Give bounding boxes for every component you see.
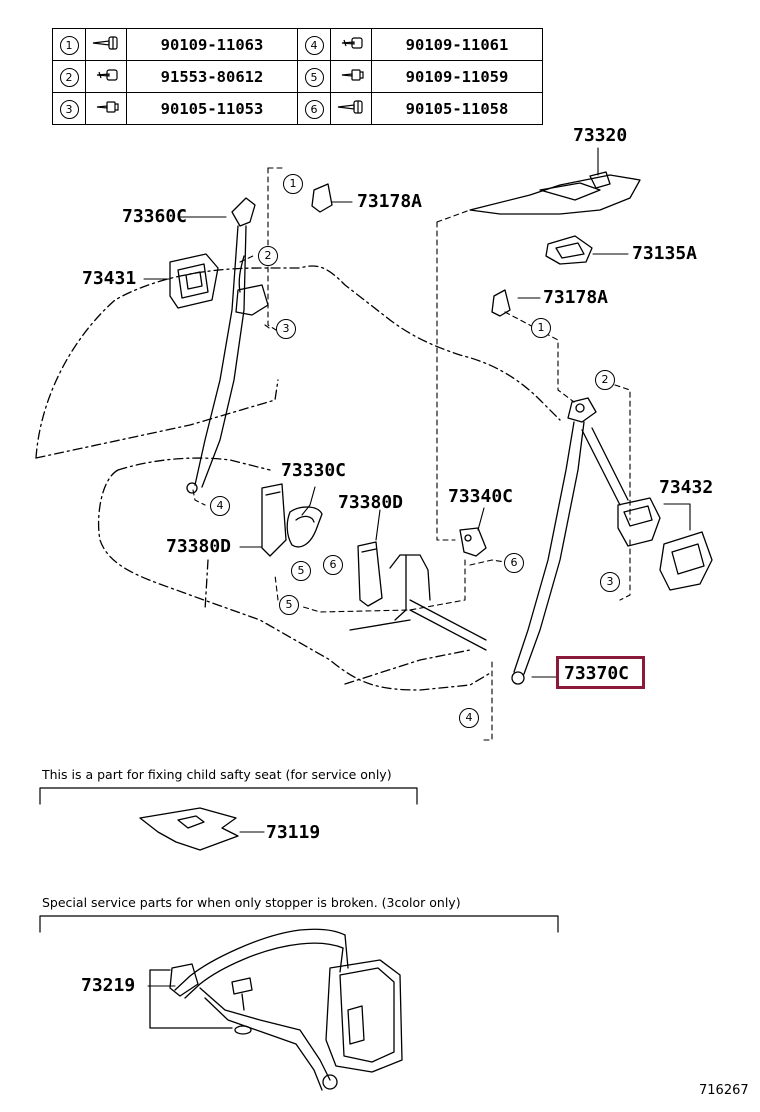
callout-6: 6 [504, 553, 524, 573]
bolt-icon [89, 100, 123, 122]
label-73320: 73320 [573, 125, 628, 146]
callout-2: 2 [258, 246, 278, 266]
bolt-icon [89, 68, 123, 90]
label-73135a: 73135A [632, 243, 698, 264]
fastener-icon-cell [85, 28, 127, 61]
label-73431: 73431 [82, 268, 137, 289]
label-73178a-mid: 73178A [543, 287, 609, 308]
left-shoulder-belt [186, 197, 269, 494]
fastener-parts-table: 1 90109-11063 4 90109-11061 2 91553-80612 5 901… [52, 28, 543, 125]
bolt-icon [334, 68, 368, 90]
upper-trim-panel-73320 [469, 171, 641, 215]
left-retractor-cover [169, 253, 219, 309]
fastener-part-number: 91553-80612 [160, 67, 264, 86]
right-shoulder-belt [511, 397, 629, 685]
label-73219: 73219 [81, 975, 136, 996]
diagram-id: 716267 [699, 1083, 749, 1098]
part-number-circle: 2 [59, 67, 79, 87]
fastener-part-number: 90105-11058 [405, 99, 509, 118]
label-73330c: 73330C [281, 460, 347, 481]
callout-5: 5 [291, 561, 311, 581]
parts-table-row: 2 91553-80612 5 90109-11059 [52, 60, 543, 93]
part-number-circle: 3 [59, 99, 79, 119]
label-73340c: 73340C [448, 486, 514, 507]
label-73178a-top: 73178A [357, 191, 423, 212]
fastener-index-cell: 1 [52, 28, 86, 61]
callout-3: 3 [276, 319, 296, 339]
label-73380d-right: 73380D [338, 492, 404, 513]
note-brackets [39, 787, 559, 933]
fastener-index-cell: 2 [52, 60, 86, 93]
fastener-part-cell: 91553-80612 [126, 60, 298, 93]
buckle-bracket-73340c [459, 527, 487, 557]
parts-table-row: 3 90105-11053 6 90105-11058 [52, 92, 543, 125]
callout-leaders [143, 147, 691, 987]
center-buckle-left-73380d [261, 483, 287, 557]
vehicle-body-outline [35, 265, 561, 691]
callout-5: 5 [279, 595, 299, 615]
fastener-part-cell: 90109-11061 [371, 28, 543, 61]
child-seat-plate-73119 [139, 807, 239, 851]
center-buckle-73330c [286, 506, 323, 548]
part-number-circle: 5 [304, 67, 324, 87]
center-buckle-right-73380d [357, 541, 383, 607]
fastener-part-cell: 90109-11059 [371, 60, 543, 93]
label-73432: 73432 [659, 477, 714, 498]
callout-3: 3 [600, 572, 620, 592]
part-number-circle: 4 [304, 35, 324, 55]
callout-4: 4 [459, 708, 479, 728]
child-seat-note: This is a part for fixing child safty se… [42, 767, 392, 782]
label-73360c: 73360C [122, 206, 188, 227]
parts-table-row: 1 90109-11063 4 90109-11061 [52, 28, 543, 61]
cap-73178a-top [311, 183, 333, 213]
highlight-box-73370c [556, 656, 645, 689]
fastener-part-cell: 90109-11063 [126, 28, 298, 61]
fastener-part-number: 90109-11063 [160, 35, 264, 54]
label-73380d-left: 73380D [166, 536, 232, 557]
right-retractor-73432 [617, 497, 713, 591]
bolt-icon [89, 35, 123, 58]
callout-1: 1 [531, 318, 551, 338]
fastener-icon-cell [330, 60, 372, 93]
callout-2: 2 [595, 370, 615, 390]
part-number-circle: 1 [59, 35, 79, 55]
bolt-icon [334, 36, 368, 58]
fastener-index-cell: 6 [297, 92, 331, 125]
seat-frame [349, 554, 487, 651]
fastener-part-cell: 90105-11058 [371, 92, 543, 125]
fastener-part-number: 90109-11061 [405, 35, 509, 54]
fastener-part-number: 90109-11059 [405, 67, 509, 86]
callout-4: 4 [210, 496, 230, 516]
label-73119: 73119 [266, 822, 321, 843]
fastener-icon-cell [85, 92, 127, 125]
bolt-icon [334, 99, 368, 122]
cap-73178a-mid [491, 289, 511, 317]
fastener-part-cell: 90105-11053 [126, 92, 298, 125]
label-73370c: 73370C [564, 663, 630, 684]
stopper-note: Special service parts for when only stop… [42, 895, 461, 910]
bezel-73135a [545, 235, 593, 265]
stopper-assembly-73219 [149, 928, 403, 1091]
callout-1: 1 [283, 174, 303, 194]
fastener-icon-cell [330, 92, 372, 125]
fastener-part-number: 90105-11053 [160, 99, 264, 118]
callout-6: 6 [323, 555, 343, 575]
part-number-circle: 6 [304, 99, 324, 119]
